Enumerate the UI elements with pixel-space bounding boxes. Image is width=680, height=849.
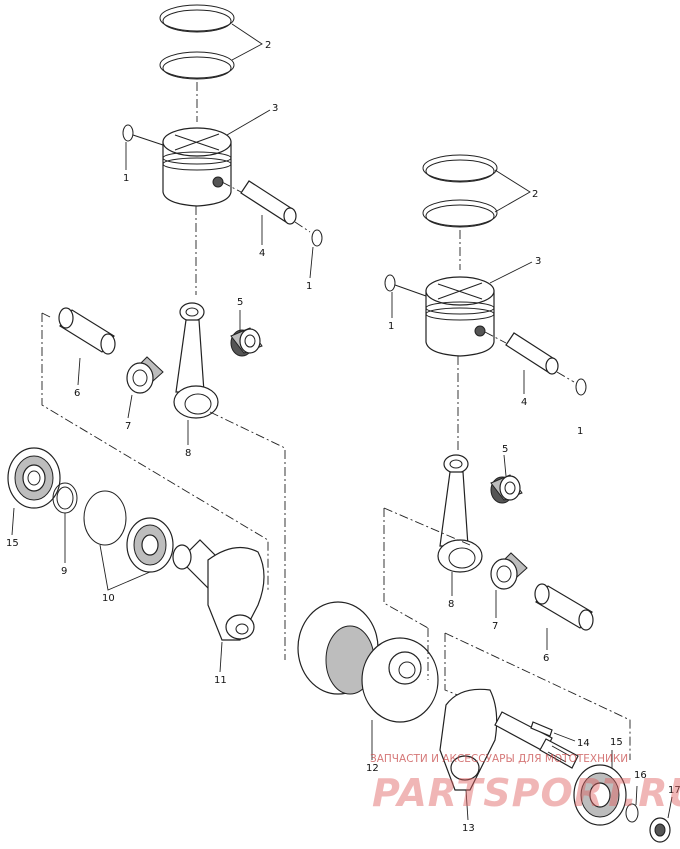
circlip-left-pin <box>311 229 323 247</box>
watermark-caption: ЗАПЧАСТИ И АКСЕССУАРЫ ДЛЯ МОТОТЕХНИКИ <box>370 753 628 765</box>
connecting-rod-right <box>437 454 483 573</box>
needle-bearing-large-left <box>126 356 164 394</box>
piston-ring-pair-left <box>159 4 235 80</box>
callout-9: 9 <box>61 566 67 577</box>
callout-10: 10 <box>102 593 115 604</box>
callout-2-right: 2 <box>532 189 538 200</box>
callout-17: 17 <box>668 785 680 796</box>
circlip-right-top <box>384 274 427 297</box>
main-bearing-10 <box>126 517 174 573</box>
callout-8-left: 8 <box>185 448 191 459</box>
needle-bearing-small-right <box>490 474 523 504</box>
piston-ring-pair-right <box>422 154 498 228</box>
callout-1-left-pin: 1 <box>306 281 312 292</box>
callout-16: 16 <box>634 770 647 781</box>
callout-1-right-top: 1 <box>388 321 394 332</box>
callout-12: 12 <box>366 763 379 774</box>
callout-7-right: 7 <box>492 621 498 632</box>
callout-6-right: 6 <box>543 653 549 664</box>
sleeve-left <box>58 307 116 355</box>
watermark-logo: PARTSPORT.RU <box>372 771 680 815</box>
callout-4-left: 4 <box>259 248 265 259</box>
callout-3-left: 3 <box>272 103 278 114</box>
callout-14: 14 <box>577 738 590 749</box>
callout-3-right: 3 <box>535 256 541 267</box>
nut-17 <box>649 817 671 843</box>
callout-labels: 2 3 1 4 1 5 6 7 8 15 9 10 11 12 2 3 1 4 … <box>6 40 680 834</box>
connecting-rod-left <box>173 302 219 419</box>
callout-2-left: 2 <box>265 40 271 51</box>
crankshaft-left-half <box>172 539 265 641</box>
circlip-left-top <box>122 124 164 146</box>
watermark: ЗАПЧАСТИ И АКСЕССУАРЫ ДЛЯ МОТОТЕХНИКИ PA… <box>370 753 680 815</box>
seal-ring <box>52 482 78 514</box>
washer-16 <box>625 803 639 823</box>
callout-8-right: 8 <box>448 599 454 610</box>
leader-lines <box>11 23 673 821</box>
crankshaft-right-half <box>439 688 579 791</box>
callout-5-right: 5 <box>502 444 508 455</box>
callout-6-left: 6 <box>74 388 80 399</box>
needle-bearing-small-left <box>230 327 263 357</box>
callout-15-right: 15 <box>610 737 623 748</box>
piston-pin-left <box>221 180 311 233</box>
callout-1-left-top: 1 <box>123 173 129 184</box>
circlip-right-pin <box>575 378 587 396</box>
main-bearing-left <box>7 447 61 509</box>
snap-ring <box>83 490 127 546</box>
callout-1-right-pin: 1 <box>577 426 583 437</box>
needle-bearing-large-right <box>490 552 528 590</box>
callout-13: 13 <box>462 823 475 834</box>
piston-left <box>162 127 232 207</box>
crankshaft-center-section <box>297 601 439 723</box>
callout-11: 11 <box>214 675 227 686</box>
piston-pin-right <box>484 331 575 383</box>
callout-15-left: 15 <box>6 538 19 549</box>
callout-7-left: 7 <box>125 421 131 432</box>
main-bearing-right <box>573 764 627 826</box>
bolt-14 <box>530 721 553 737</box>
callout-4-right: 4 <box>521 397 527 408</box>
piston-right <box>425 276 495 357</box>
callout-5-left: 5 <box>237 297 243 308</box>
sleeve-right <box>534 583 594 631</box>
